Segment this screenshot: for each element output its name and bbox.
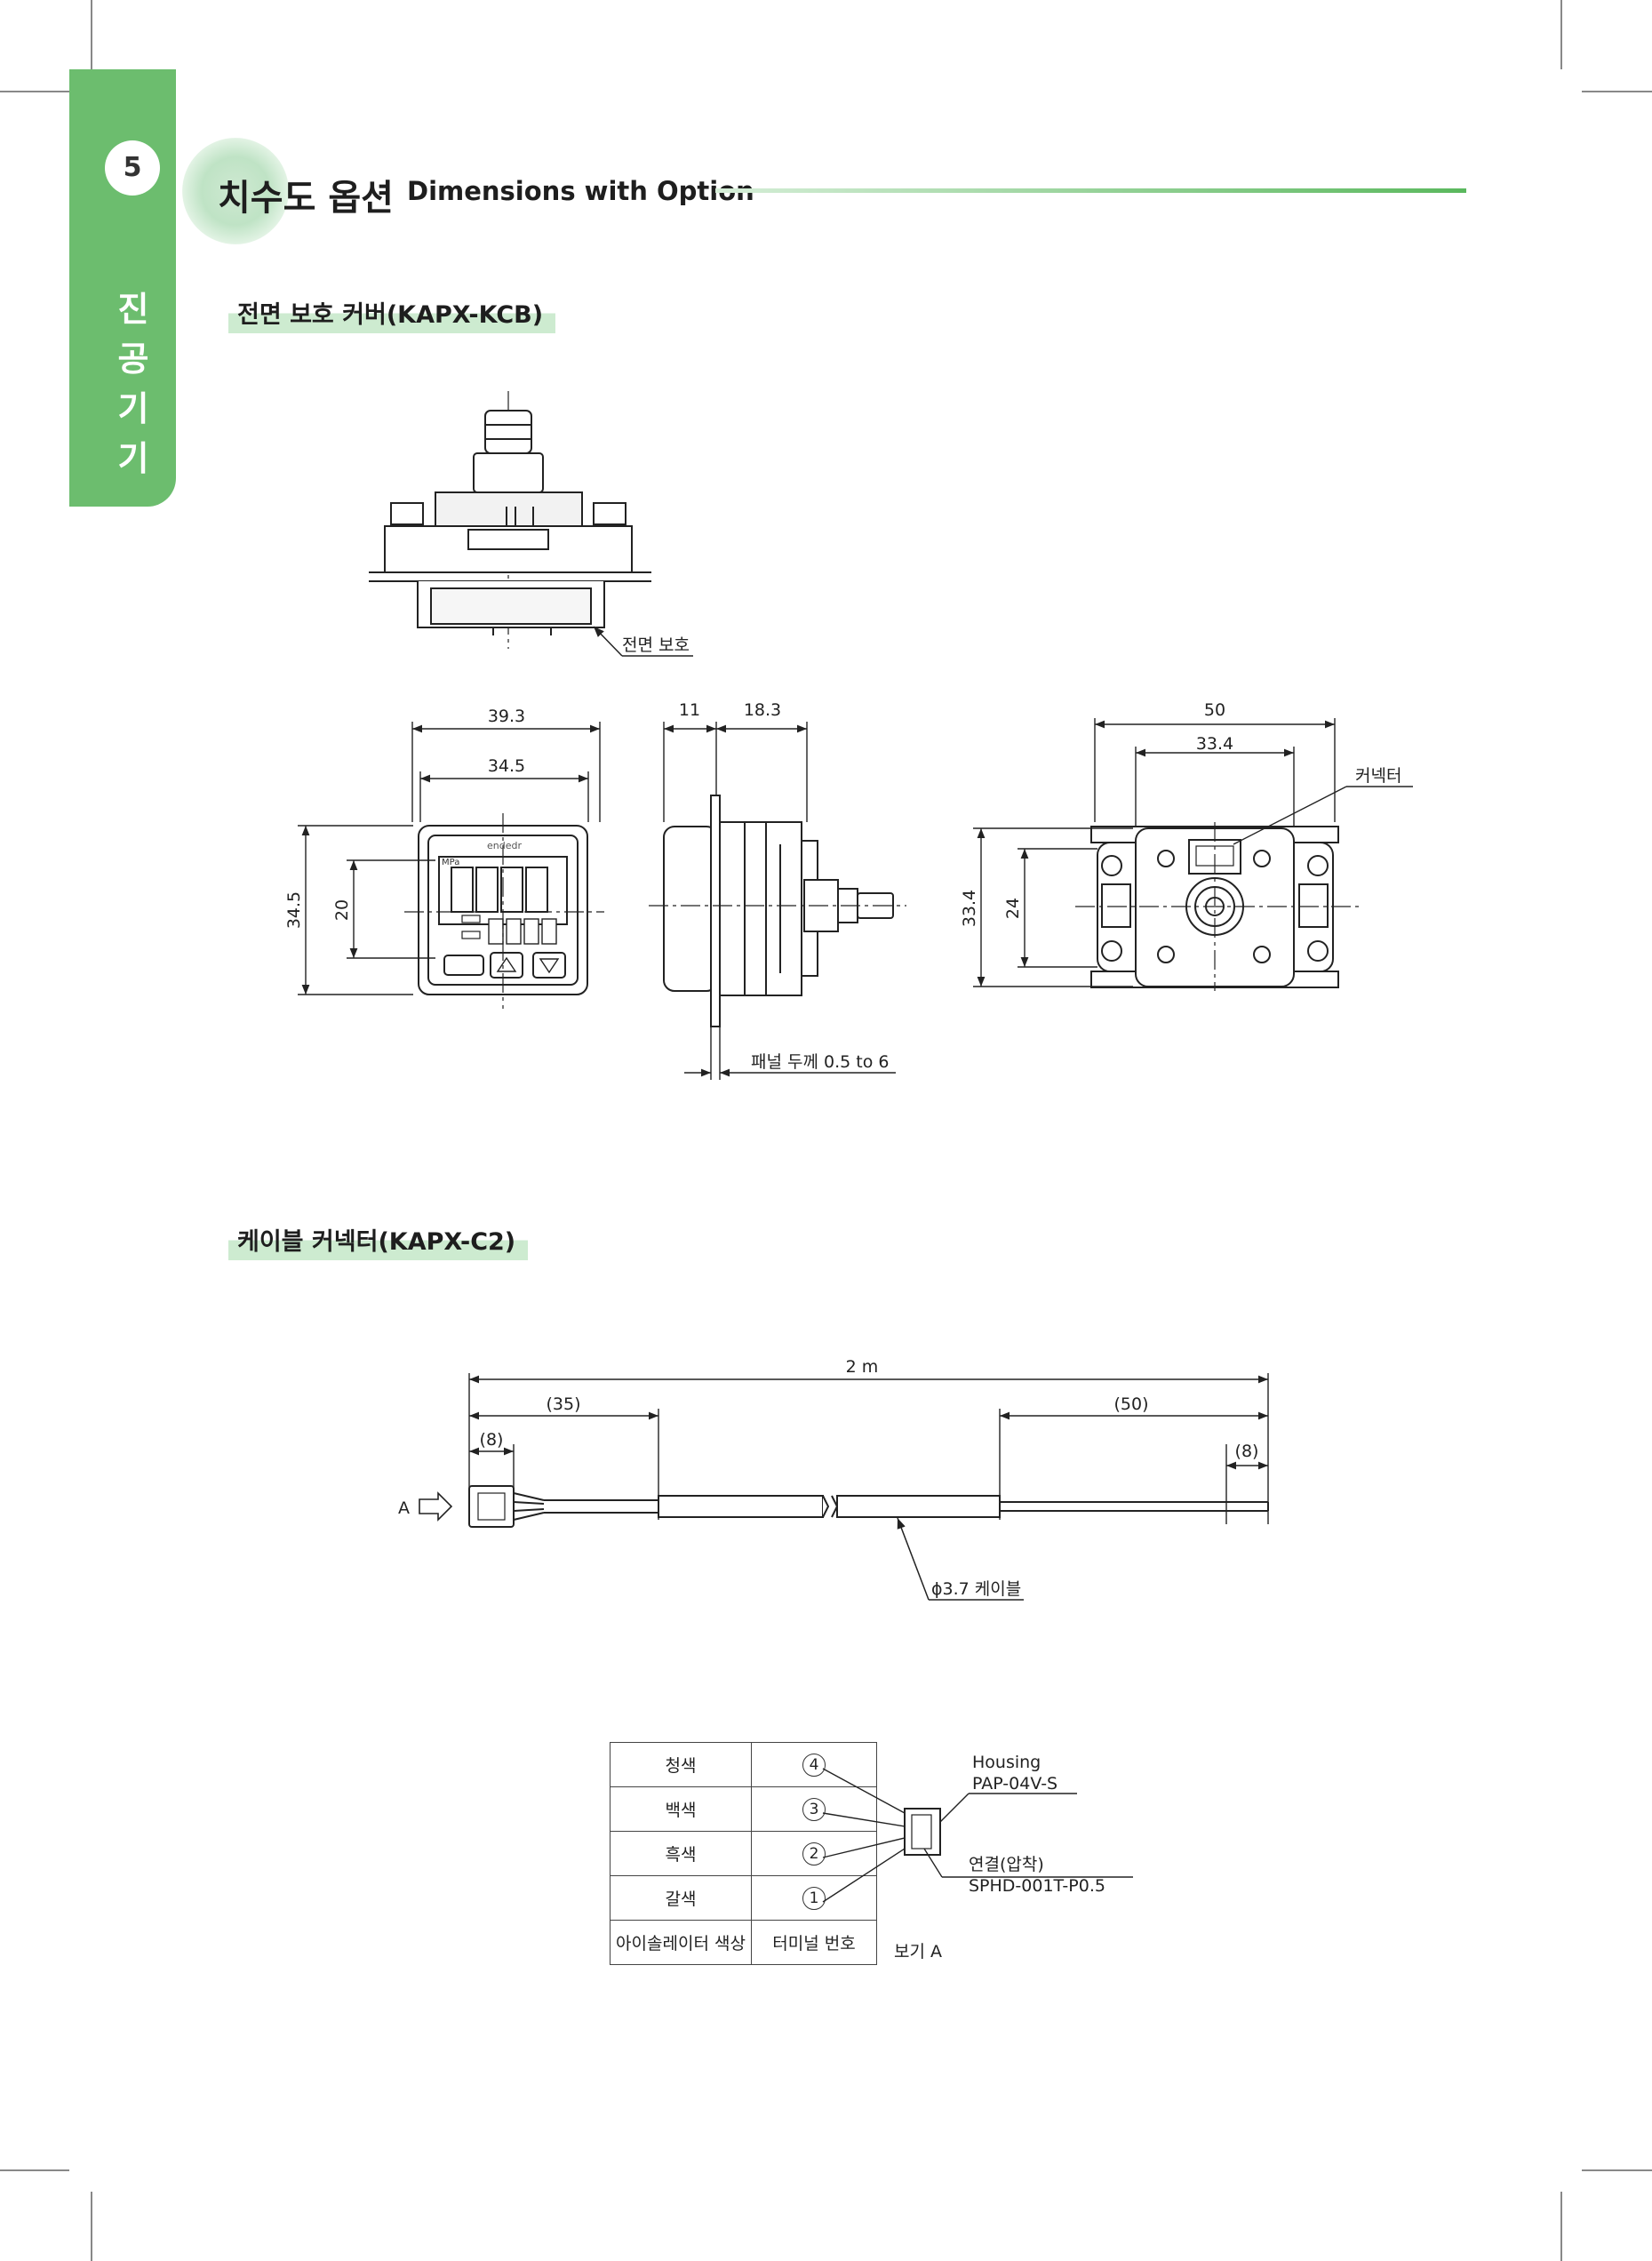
callout-front-cover: 전면 보호 bbox=[622, 635, 690, 655]
dim-rear-width-outer: 50 bbox=[1204, 700, 1225, 720]
dim-rear-height-inner: 24 bbox=[1003, 898, 1023, 919]
terminal-number: 2 bbox=[802, 1842, 826, 1866]
contact-part: SPHD-001T-P0.5 bbox=[969, 1876, 1105, 1896]
table-footer-row: 아이솔레이터 색상 터미널 번호 bbox=[610, 1920, 877, 1965]
view-label-a: A bbox=[398, 1498, 410, 1518]
dim-cable-left: (35) bbox=[546, 1394, 580, 1414]
side-char: 진 bbox=[117, 290, 149, 329]
crop-mark bbox=[91, 2192, 92, 2261]
dim-side-depth-a: 11 bbox=[679, 700, 700, 720]
front-cover-drawings: 전면 보호 endedr MPa 39 bbox=[284, 391, 1413, 1080]
top-view-sensor bbox=[369, 391, 651, 649]
dim-front-width-inner: 34.5 bbox=[488, 756, 525, 776]
chapter-number: 5 bbox=[105, 140, 160, 196]
table-footer-terminal: 터미널 번호 bbox=[751, 1920, 877, 1965]
callout-connector: 커넥터 bbox=[1355, 766, 1401, 786]
crop-mark bbox=[0, 2169, 69, 2171]
front-view-unit: MPa bbox=[442, 858, 459, 867]
page-subtitle: Dimensions with Option bbox=[407, 176, 754, 206]
housing-diagram: Housing PAP-04V-S 연결(압착) SPHD-001T-P0.5 … bbox=[822, 1753, 1133, 1961]
section-title-front-cover: 전면 보호 커버(KAPX-KCB) bbox=[228, 293, 556, 333]
wire-color-cell: 갈색 bbox=[610, 1875, 752, 1921]
side-char: 기 bbox=[117, 439, 149, 478]
terminal-number: 3 bbox=[802, 1797, 826, 1821]
terminal-table: 청색 4 백색 3 흑색 2 갈색 1 아이솔레이터 색상 터미널 번호 bbox=[610, 1742, 877, 1965]
wire-color-cell: 흑색 bbox=[610, 1831, 752, 1876]
contact-label: 연결(압착) bbox=[969, 1855, 1044, 1874]
crop-mark bbox=[1560, 2192, 1562, 2261]
dim-cable-left-small: (8) bbox=[480, 1430, 504, 1450]
housing-part: PAP-04V-S bbox=[972, 1774, 1057, 1794]
crop-mark bbox=[0, 91, 69, 92]
dim-rear-width-inner: 33.4 bbox=[1196, 734, 1233, 754]
crop-mark bbox=[1582, 2169, 1652, 2171]
header-splash-decoration bbox=[182, 138, 289, 244]
dim-front-height-outer: 34.5 bbox=[284, 891, 304, 929]
dim-side-depth-b: 18.3 bbox=[744, 700, 781, 720]
table-row: 청색 4 bbox=[610, 1742, 877, 1787]
dim-front-height-inner: 20 bbox=[332, 899, 352, 921]
side-char: 공 bbox=[117, 340, 149, 379]
note-panel-thickness: 패널 두께 0.5 to 6 bbox=[751, 1052, 889, 1072]
dim-rear-height-outer: 33.4 bbox=[960, 890, 979, 927]
table-row: 백색 3 bbox=[610, 1786, 877, 1832]
crop-mark bbox=[91, 0, 92, 69]
header-rule bbox=[715, 188, 1466, 193]
dim-cable-total: 2 m bbox=[846, 1357, 879, 1377]
chapter-side-label: 진 공 기 기 bbox=[107, 284, 160, 483]
crop-mark bbox=[1560, 0, 1562, 69]
side-char: 기 bbox=[117, 389, 149, 428]
dim-front-width-outer: 39.3 bbox=[488, 707, 525, 726]
dim-cable-right-small: (8) bbox=[1235, 1442, 1259, 1461]
cable-assembly bbox=[419, 1485, 1269, 1528]
view-a-caption: 보기 A bbox=[894, 1942, 942, 1961]
cable-drawing: 2 m (35) (50) (8) (8) A ϕ3.7 케이블 bbox=[398, 1357, 1269, 1601]
dim-cable-right: (50) bbox=[1113, 1394, 1148, 1414]
section-title-cable-connector: 케이블 커넥터(KAPX-C2) bbox=[228, 1220, 529, 1260]
side-view-sensor bbox=[663, 795, 894, 1027]
wire-color-cell: 백색 bbox=[610, 1786, 752, 1832]
crop-mark bbox=[1582, 91, 1652, 92]
table-row: 흑색 2 bbox=[610, 1831, 877, 1876]
note-cable-diameter: ϕ3.7 케이블 bbox=[931, 1579, 1021, 1599]
wire-color-cell: 청색 bbox=[610, 1742, 752, 1787]
page-title: 치수도 옵션 bbox=[218, 178, 394, 219]
front-view-brand: endedr bbox=[487, 840, 522, 851]
table-footer-color: 아이솔레이터 색상 bbox=[610, 1920, 752, 1965]
housing-label: Housing bbox=[972, 1753, 1041, 1772]
terminal-number: 4 bbox=[802, 1753, 826, 1777]
terminal-number: 1 bbox=[802, 1886, 826, 1910]
